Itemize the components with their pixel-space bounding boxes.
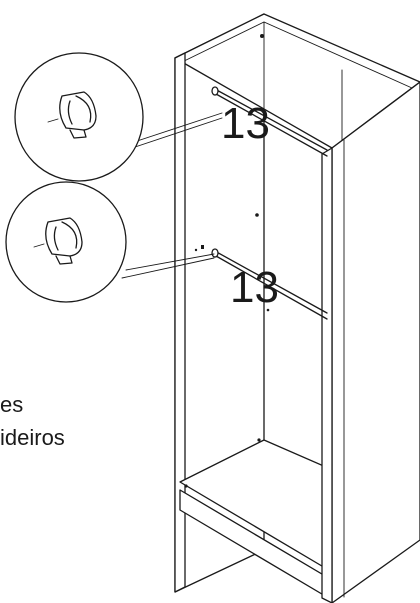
cabinet-top-panel (174, 13, 420, 149)
dowel-hole-left (194, 248, 198, 252)
detail-bubble-top (14, 52, 223, 182)
cam-hole-bottom-back (257, 438, 261, 442)
caption-line-1: es (0, 392, 23, 417)
shelf-pin-right (266, 308, 270, 312)
cam-hole-middle (255, 213, 259, 217)
rod-top-end-cap (211, 86, 219, 96)
part-number-label-top: 13 (221, 99, 270, 148)
detail-circle-top (14, 52, 144, 182)
cabinet-left-panel (174, 52, 186, 593)
cabinet-right-panel-edge (321, 147, 333, 603)
rod-bracket-icon (33, 217, 83, 265)
cabinet-right-panel (331, 81, 420, 603)
cam-hole-bottom-left (184, 484, 188, 488)
cam-hole-top (260, 34, 264, 38)
hanging-rod-bottom (211, 248, 328, 320)
hanging-rod-top (211, 86, 328, 157)
rod-bottom-end-cap (211, 248, 219, 258)
detail-bubble-bottom (5, 181, 215, 303)
caption-line-2: ideiros (0, 425, 65, 450)
cabinet (174, 13, 420, 603)
dowel-hole-square (201, 245, 204, 249)
detail-circle-bottom (5, 181, 127, 303)
rod-bracket-icon (47, 91, 97, 139)
part-number-label-bottom: 13 (230, 263, 279, 312)
